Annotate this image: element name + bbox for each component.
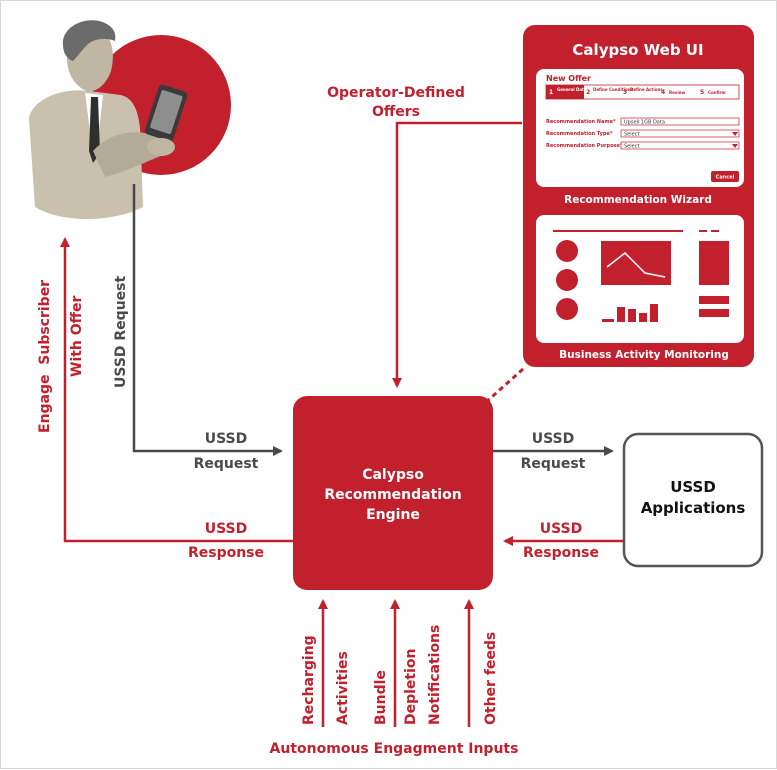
wizard-step-5-num: 5 [700, 89, 704, 96]
field-purpose-select[interactable] [620, 141, 740, 150]
chevron-down-icon [732, 132, 738, 136]
wizard-step-1-label: General Data [557, 87, 587, 92]
subscriber-hair [62, 20, 116, 61]
operator-offers-label-1: Operator-Defined [327, 85, 465, 101]
connectors [60, 121, 624, 727]
field-type-value: Select [624, 132, 639, 138]
smartphone-screen [150, 90, 183, 134]
field-name-input[interactable] [620, 117, 740, 126]
right-request-label-2: Request [521, 456, 586, 472]
ussd-request-in-arrow [132, 184, 283, 456]
field-purpose-label: Recommendation Purpose* [546, 143, 623, 149]
monitoring-link [483, 367, 525, 405]
web-ui-title: Calypso Web UI [572, 41, 703, 59]
right-response-label-1: USSD [540, 521, 583, 537]
ussd-response-out-arrow [60, 237, 293, 543]
field-name-label: Recommendation Name* [546, 119, 616, 125]
wizard-step-2-num: 2 [586, 89, 590, 96]
engine-box [293, 396, 493, 590]
input-notifications-label: Notifications [427, 625, 443, 725]
wizard-step-3-label: Define Actions [630, 87, 663, 92]
cancel-button-label: Cancel [716, 175, 735, 181]
left-response-label-1: USSD [205, 521, 248, 537]
list-widget-row [699, 309, 729, 317]
wizard-step-4-label: Review [669, 90, 685, 95]
tie-icon [89, 97, 100, 163]
cancel-button[interactable] [711, 171, 739, 182]
ussd-apps-line1: USSD [670, 478, 716, 496]
input-depletion-label: Depletion [403, 648, 419, 725]
web-ui-panel: Calypso Web UI New Offer 1 General Data … [523, 25, 754, 367]
ussd-request-vertical-label: USSD Request [113, 276, 129, 388]
field-type-select[interactable] [620, 129, 740, 138]
field-name-value: Upsell 1GB Data [624, 120, 665, 126]
operator-offers-label-2: Offers [372, 104, 420, 120]
field-type-label: Recommendation Type* [546, 131, 613, 137]
flow-labels: Operator-Defined Offers Engage Subscribe… [37, 85, 599, 757]
right-request-label-1: USSD [532, 431, 575, 447]
input-bundle-label: Bundle [373, 670, 389, 725]
wizard-step-bar: 1 General Data 2 Define Conditions 3 Def… [545, 84, 740, 100]
kpi-circle-icon [556, 269, 578, 291]
left-request-label-1: USSD [205, 431, 248, 447]
left-request-label-2: Request [194, 456, 259, 472]
kpi-circle-icon [556, 240, 578, 262]
subscriber-illustration [29, 20, 231, 219]
ussd-applications: USSD Applications [622, 432, 764, 568]
with-offer-label: With Offer [69, 295, 85, 377]
wizard-step-5-label: Confirm [708, 90, 726, 95]
input-recharging-label: Recharging [301, 635, 317, 725]
wizard-form: Recommendation Name* Upsell 1GB Data Rec… [546, 117, 740, 182]
input-other-feeds-label: Other feeds [483, 632, 499, 725]
engine-title-line3: Engine [366, 507, 420, 523]
bar-chart-icon [602, 304, 658, 322]
input-activities-label: Activities [335, 651, 351, 725]
bam-dashboard [553, 230, 729, 322]
offers-arrow [392, 121, 522, 388]
wizard-caption: Recommendation Wizard [564, 194, 712, 206]
ussd-apps-box [622, 432, 764, 568]
ussd-apps-line2: Applications [641, 499, 746, 517]
line-chart-icon [606, 252, 666, 278]
chevron-down-icon [732, 144, 738, 148]
right-response-label-2: Response [523, 545, 599, 561]
engine-title-line2: Recommendation [324, 487, 461, 503]
wizard-step-2-label: Define Conditions [593, 87, 634, 92]
wizard-step-3-num: 3 [623, 89, 627, 96]
list-widget-row [699, 296, 729, 304]
inputs-caption: Autonomous Engagment Inputs [270, 741, 519, 757]
subscriber-body [29, 90, 143, 219]
subscriber-hand [147, 138, 175, 156]
kpi-circle-icon [556, 298, 578, 320]
wizard-step-active [546, 85, 584, 99]
left-response-label-2: Response [188, 545, 264, 561]
bam-caption: Business Activity Monitoring [559, 349, 729, 361]
engine-title-line1: Calypso [362, 467, 424, 483]
wizard-step-1-num: 1 [549, 89, 553, 96]
wizard-heading: New Offer [546, 74, 591, 83]
recommendation-engine: Calypso Recommendation Engine [293, 396, 493, 590]
wizard-step-4-num: 4 [661, 89, 665, 96]
status-widget [699, 241, 729, 285]
engage-subscriber-label: Engage Subscriber [37, 280, 53, 433]
field-purpose-value: Select [624, 144, 639, 150]
